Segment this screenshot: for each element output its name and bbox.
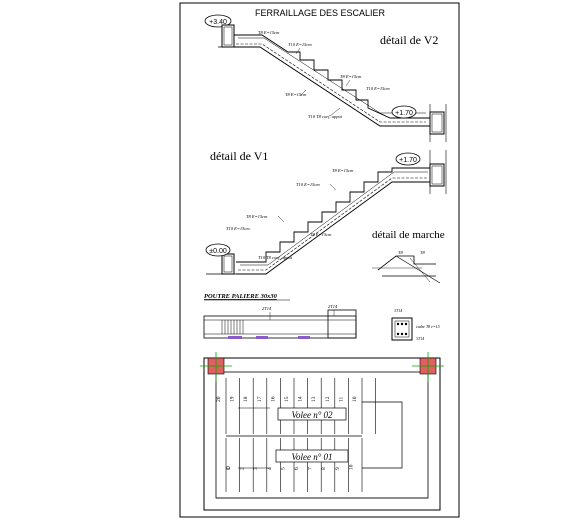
- lower-step-number: 5: [280, 467, 286, 470]
- v2-rebar-4: T10 E=15cm: [366, 86, 390, 91]
- v1-rebar-5: T8 E=15cm: [310, 232, 332, 237]
- v2-rebar-1: T8 E=15cm: [258, 30, 280, 35]
- level-v2-top-label: +3.40: [209, 19, 227, 26]
- detail-v1-title: détail de V1: [210, 149, 268, 163]
- lower-step-number: 2: [240, 467, 246, 470]
- v1-rebar-3: T8 E=15cm: [246, 214, 268, 219]
- section-label-2: cadre T8 e=15: [416, 324, 440, 329]
- column-left: [200, 352, 232, 382]
- marche-rebar-1: T8: [398, 250, 404, 255]
- v2-rebar-6: T10 T8 coef. appui: [308, 114, 343, 119]
- detail-v1: détail de V1 +1.70 ±0.00 T8 E=15cm T10 E…: [205, 149, 447, 275]
- v2-soffit: [234, 46, 430, 127]
- v2-steps: [234, 34, 430, 119]
- section-label-3: 3T14: [416, 336, 424, 341]
- lower-step-number: 8: [321, 467, 327, 470]
- sheet-frame: [179, 2, 460, 518]
- lower-step-number: 7: [308, 467, 314, 470]
- v1-rebar-1: T8 E=15cm: [332, 168, 354, 173]
- section-label-1: 3T14: [394, 308, 402, 313]
- v1-rebar-6: T10 T8 coef. appui: [258, 255, 293, 260]
- v2-rebar-3: T8 E=15cm: [340, 74, 362, 79]
- level-marker-v2-bottom: +1.70: [391, 105, 417, 119]
- v1-rebar-4: T10 E=15cm: [226, 226, 250, 231]
- plan-outer-wall: [203, 357, 441, 511]
- upper-step-number: 11: [338, 396, 344, 402]
- landing-beam-detail: POUTRE PALIERE 30x30 2T14 2T14 3T14 cadr…: [203, 293, 440, 341]
- v1-rebar-2: T10 E=15cm: [296, 182, 320, 187]
- beam-label-2: 2T14: [328, 304, 338, 309]
- level-v1-top-label: +1.70: [399, 157, 417, 164]
- v2-rebar-2: T10 E=15cm: [288, 42, 312, 47]
- upper-step-number: 10: [352, 396, 358, 402]
- detail-v2: détail de V2 +3.40 +1.70 T8 E=15cm T10 E…: [204, 14, 447, 142]
- v2-rebar-5: T8 E=15cm: [285, 92, 307, 97]
- sheet-title: FERRAILLAGE DES ESCALIER: [255, 8, 386, 18]
- beam-elevation: [203, 315, 357, 339]
- level-marker-v2-top: +3.40: [204, 14, 232, 28]
- lower-step-number: 9: [335, 467, 341, 470]
- upper-step-number: 18: [243, 396, 249, 402]
- lower-step-number: 10: [348, 464, 354, 470]
- upper-step-number: 20: [216, 396, 222, 402]
- lower-step-number: 6: [294, 467, 300, 470]
- detail-marche: détail de marche T8 T8: [372, 229, 445, 284]
- lower-step-number: 4: [267, 467, 273, 470]
- lower-step-number: 1: [226, 467, 232, 470]
- beam-title: POUTRE PALIERE 30x30: [204, 293, 278, 300]
- detail-v2-title: détail de V2: [380, 33, 438, 47]
- level-v2-bottom-label: +1.70: [395, 110, 413, 117]
- lower-step-number: 3: [253, 467, 259, 470]
- detail-marche-title: détail de marche: [372, 229, 445, 241]
- upper-step-number: 15: [284, 396, 290, 402]
- upper-step-number: 17: [257, 396, 263, 402]
- beam-label-1: 2T14: [262, 306, 272, 311]
- flight-lower-label: Volee n° 01: [291, 452, 332, 462]
- v1-steps: [236, 167, 430, 263]
- upper-step-number: 12: [325, 396, 331, 402]
- level-v1-bottom-label: ±0.00: [209, 248, 227, 255]
- level-marker-v1-top: +1.70: [395, 152, 421, 166]
- upper-step-number: 19: [230, 396, 236, 402]
- upper-step-number: 14: [298, 396, 304, 402]
- upper-step-number: 13: [311, 396, 317, 402]
- upper-step-number: 16: [270, 396, 276, 402]
- marche-rebar-2: T8: [420, 250, 426, 255]
- level-marker-v1-bottom: ±0.00: [205, 243, 231, 257]
- flight-upper-label: Volee n° 02: [291, 410, 333, 420]
- v1-soffit: [236, 181, 430, 275]
- column-right: [412, 352, 444, 382]
